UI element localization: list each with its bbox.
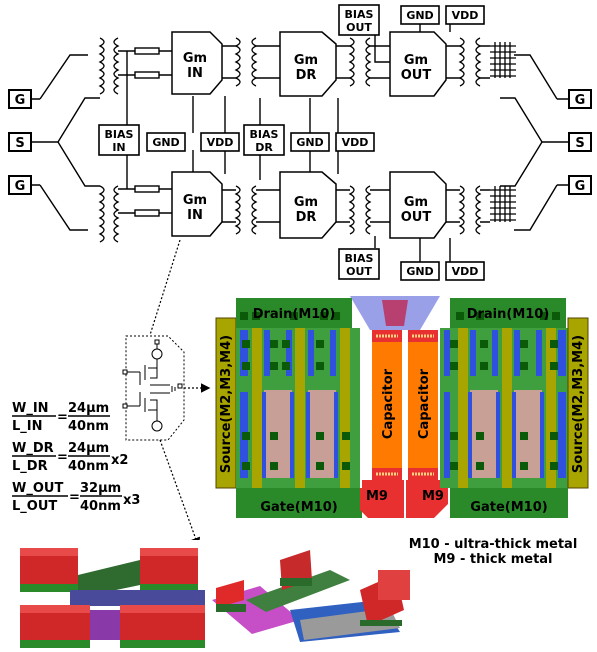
layout-view: Drain(M10) Drain(M10) Gate(M10) Gate(M10… (216, 296, 588, 518)
gate-left-label: Gate(M10) (260, 500, 337, 515)
legend-m10: M10 - ultra-thick metal (409, 537, 578, 552)
render-3d-left (0, 540, 205, 652)
gm-in-bot-label-2: IN (187, 208, 203, 223)
gm-out-top-label-2: OUT (401, 68, 432, 83)
port-g-left-bot: G (15, 179, 26, 194)
w-in-label: W_IN (12, 401, 49, 416)
dr-multiplier: x2 (111, 453, 128, 468)
gnd-in-label: GND (152, 136, 179, 149)
bias-in-label-2: IN (112, 141, 125, 154)
drain-right-label: Drain(M10) (467, 307, 550, 322)
vdd-dr-label: VDD (342, 136, 369, 149)
source-right-label: Source(M2,M3,M4) (571, 335, 586, 473)
port-g-right-bot: G (575, 179, 586, 194)
bias-dr-label-1: BIAS (250, 128, 279, 141)
layout-right-half (440, 298, 588, 518)
bias-dr-label-2: DR (255, 141, 273, 154)
w-dr-label: W_DR (12, 441, 54, 456)
gm-dr-bot-label-2: DR (296, 210, 317, 225)
port-s-right: S (575, 136, 584, 151)
gm-out-bot-label-1: Gm (404, 195, 428, 210)
metal-legend: M10 - ultra-thick metal M9 - thick metal (409, 537, 578, 567)
out-multiplier: x3 (123, 493, 140, 508)
eq-in: = (57, 410, 68, 425)
m9-left-label: M9 (366, 489, 388, 504)
gm-dr-bot-label-1: Gm (294, 195, 318, 210)
source-left-label: Source(M2,M3,M4) (219, 335, 234, 473)
w-out-label: W_OUT (12, 481, 63, 496)
sizing-equations: W_IN L_IN = 24µm 40nm W_DR L_DR = 24µm 4… (12, 401, 140, 514)
bias-out-bot-label-1: BIAS (345, 252, 374, 265)
legend-m9: M9 - thick metal (433, 552, 552, 567)
render-3d-right (212, 550, 410, 642)
l-out-label: L_OUT (12, 499, 57, 514)
layout-left-half (216, 298, 380, 518)
gm-out-top-label-1: Gm (404, 53, 428, 68)
l-in-label: L_IN (12, 419, 43, 434)
bias-in-label-1: BIAS (105, 128, 134, 141)
bias-out-top-label-2: OUT (346, 21, 372, 34)
vdd-out-top-label: VDD (452, 9, 479, 22)
bias-out-bot-label-2: OUT (346, 265, 372, 278)
gm-in-top-label-1: Gm (183, 51, 207, 66)
out-value-top: 32µm (80, 481, 121, 496)
eq-out: = (69, 490, 80, 505)
gnd-out-top-label: GND (406, 9, 433, 22)
port-s-left: S (15, 136, 24, 151)
gm-dr-top-label-1: Gm (294, 53, 318, 68)
dr-value-top: 24µm (68, 441, 109, 456)
capacitor-right-label: Capacitor (417, 368, 432, 439)
dr-value-bot: 40nm (68, 459, 109, 474)
bias-out-top-label-1: BIAS (345, 8, 374, 21)
port-g-left-top: G (15, 93, 26, 108)
gm-dr-top-label-2: DR (296, 68, 317, 83)
output-combiner (490, 42, 516, 222)
gm-out-bot-label-2: OUT (401, 210, 432, 225)
port-g-right-top: G (575, 93, 586, 108)
gate-right-label: Gate(M10) (470, 500, 547, 515)
gm-in-top-label-2: IN (187, 66, 203, 81)
gnd-dr-label: GND (296, 136, 323, 149)
gnd-out-bot-label: GND (406, 265, 433, 278)
out-value-bot: 40nm (80, 499, 121, 514)
vdd-in-label: VDD (207, 136, 234, 149)
drain-left-label: Drain(M10) (253, 307, 336, 322)
vdd-out-bot-label: VDD (452, 265, 479, 278)
eq-dr: = (57, 450, 68, 465)
l-dr-label: L_DR (12, 459, 48, 474)
in-value-top: 24µm (68, 401, 109, 416)
m9-right-label: M9 (422, 489, 444, 504)
gm-in-bot-label-1: Gm (183, 193, 207, 208)
in-value-bot: 40nm (68, 419, 109, 434)
capacitor-left-label: Capacitor (381, 368, 396, 439)
